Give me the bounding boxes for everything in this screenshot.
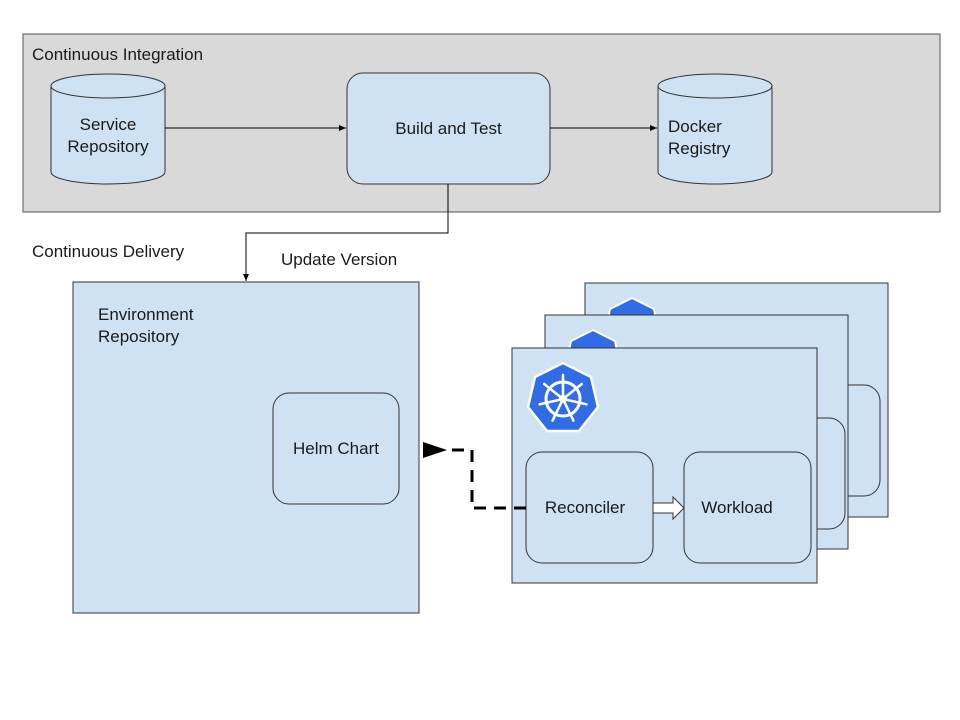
service-repository-label: Service Repository	[67, 115, 149, 156]
arrow-reconciler-to-helm-chart	[423, 442, 526, 510]
update-version-label: Update Version	[281, 250, 398, 269]
docker-registry-cylinder	[657, 73, 773, 185]
arrow-reconciler-to-workload	[652, 495, 685, 521]
update-version-connector	[243, 184, 449, 281]
ci-section-label: Continuous Integration	[32, 45, 204, 64]
workload-label: Workload	[701, 498, 773, 517]
reconciler-label: Reconciler	[544, 498, 626, 517]
cd-section-label: Continuous Delivery	[32, 242, 185, 261]
helm-chart-label: Helm Chart	[293, 439, 379, 458]
helm-chart-box	[272, 392, 400, 505]
kubernetes-icon	[526, 361, 600, 433]
service-repository-cylinder	[50, 73, 166, 185]
docker-registry-label: Docker Registry	[668, 117, 731, 158]
build-and-test-label: Build and Test	[395, 119, 502, 138]
environment-repository-label: Environment Repository	[98, 305, 194, 346]
